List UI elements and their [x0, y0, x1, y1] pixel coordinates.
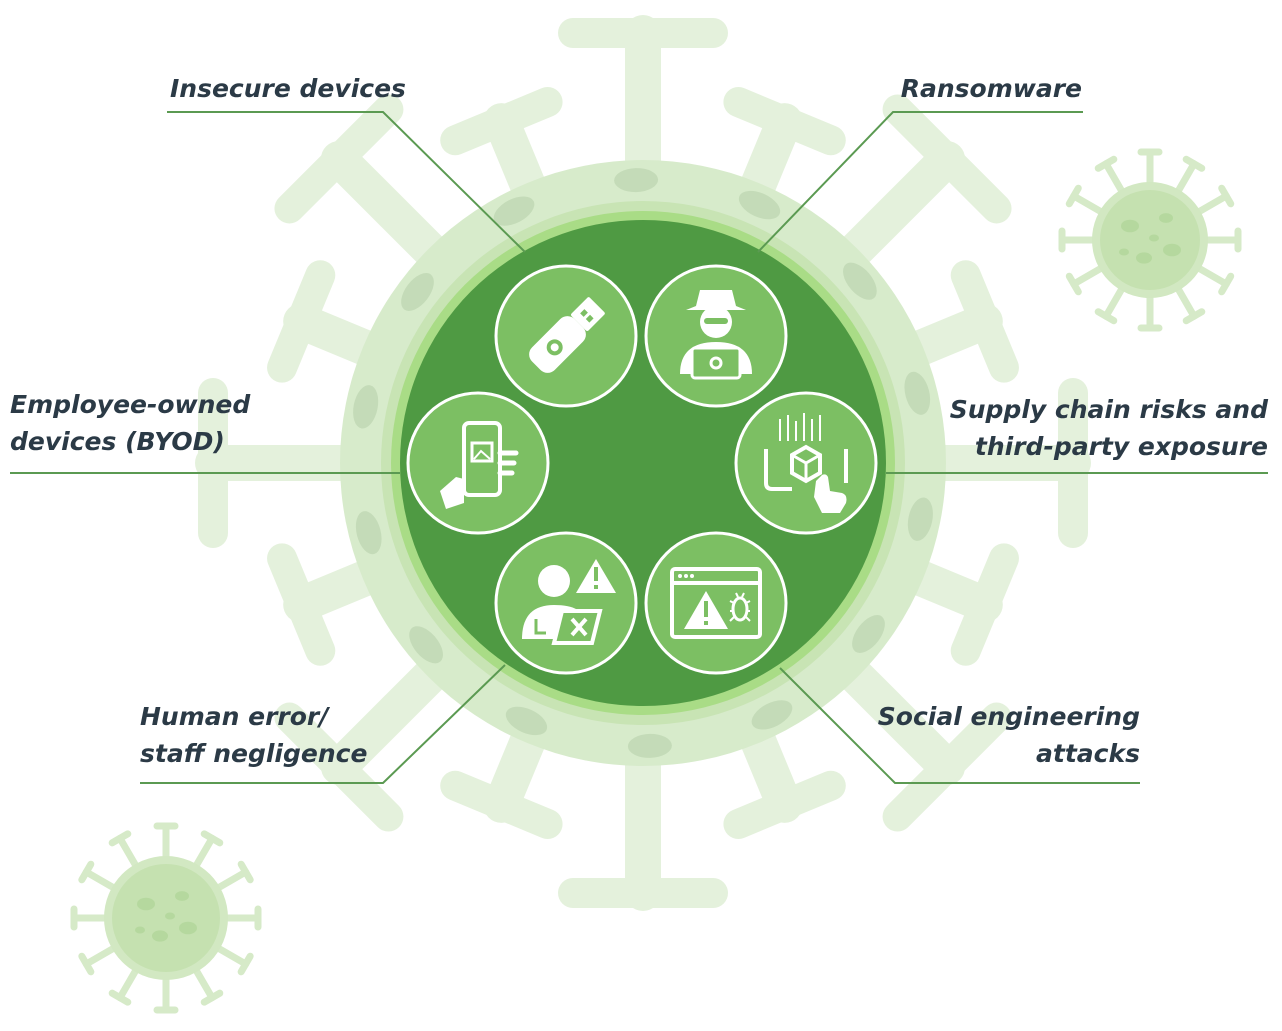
label-byod: Employee-owned devices (BYOD)	[10, 386, 250, 460]
usb-virus-icon	[494, 264, 638, 408]
virus-spike-cap	[723, 87, 846, 156]
virus-blob	[627, 733, 672, 758]
leader-lines	[10, 111, 1268, 784]
label-line: Employee-owned	[10, 390, 251, 419]
user-warning-icon	[494, 531, 638, 675]
supply-chain-box-icon	[734, 391, 878, 535]
small-virus-icon	[1058, 148, 1242, 332]
virus-spike-cap	[440, 87, 563, 156]
virus-spike-cap	[267, 260, 336, 383]
virus-blob	[843, 262, 877, 300]
virus-blob	[904, 371, 931, 415]
browser-bug-warning-icon	[644, 531, 788, 675]
virus-spike-cap	[440, 770, 563, 839]
virus-blob	[505, 706, 548, 736]
label-line: staff negligence	[140, 739, 368, 768]
leader-line-insecure-devices	[167, 111, 526, 253]
label-supply-chain: Supply chain risks and third-party expos…	[950, 391, 1268, 465]
label-line: third-party exposure	[974, 432, 1268, 461]
label-line: attacks	[1036, 739, 1140, 768]
virus-spike-cap	[274, 702, 404, 832]
leader-line-social-engineering	[779, 667, 1140, 784]
virus-spike-cap	[950, 260, 1019, 383]
phone-in-hand-icon	[406, 391, 550, 535]
virus-blob	[614, 168, 659, 193]
label-social-engineering: Social engineering attacks	[878, 698, 1140, 772]
virus-spike-cap	[950, 543, 1019, 666]
virus-spike-cap	[723, 770, 846, 839]
virus-spike-cap	[274, 94, 404, 224]
label-line: Ransomware	[900, 74, 1082, 103]
label-ransomware: Ransomware	[901, 70, 1082, 107]
virus-blob	[493, 196, 535, 226]
virus-blob	[907, 497, 933, 541]
icon-bubbles	[406, 264, 878, 675]
virus-spike-cap	[882, 702, 1012, 832]
hacker-laptop-icon	[644, 264, 788, 408]
label-line: Human error/	[140, 702, 329, 731]
label-line: Supply chain risks and	[949, 395, 1268, 424]
label-line: Social engineering	[877, 702, 1140, 731]
virus-blob	[355, 511, 382, 555]
label-line: Insecure devices	[170, 74, 406, 103]
small-virus-icon	[70, 822, 262, 1014]
label-insecure-devices: Insecure devices	[170, 70, 406, 107]
virus-blob	[738, 190, 781, 220]
leader-line-human-error	[140, 664, 506, 784]
virus-blob	[852, 615, 885, 653]
virus-spike-cap	[882, 94, 1012, 224]
leader-line-ransomware	[757, 111, 1083, 253]
virus-blob	[401, 273, 434, 311]
label-line: devices (BYOD)	[10, 427, 225, 456]
label-human-error: Human error/ staff negligence	[140, 698, 367, 772]
virus-spike-cap	[267, 543, 336, 666]
virus-blob	[409, 626, 443, 664]
virus-blob	[353, 385, 379, 429]
virus-blob	[751, 700, 793, 730]
